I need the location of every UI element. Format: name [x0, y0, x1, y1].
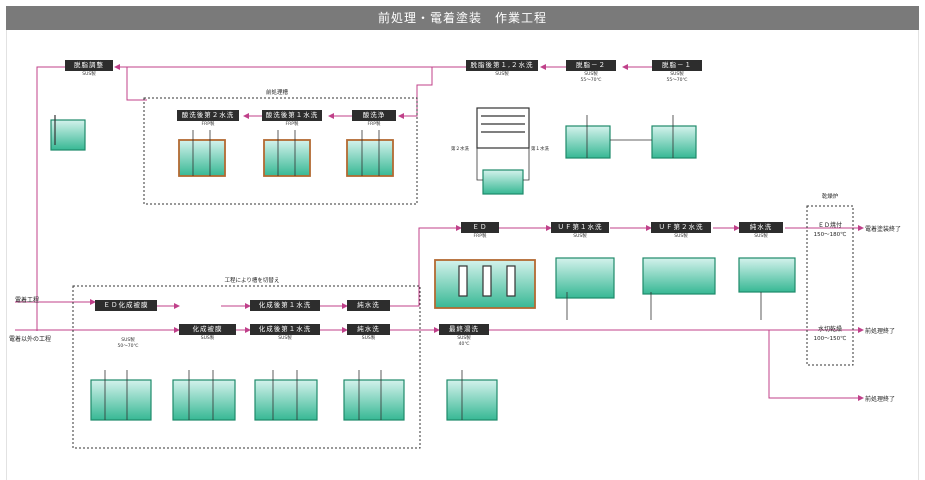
- label-pretreat-tank: 前処理槽: [265, 90, 288, 96]
- label-wash2: 第２水洗: [451, 147, 469, 152]
- box-final-rinse: 最終湯洗: [439, 324, 489, 335]
- box-uf2: ＵＦ第２水洗: [651, 222, 711, 233]
- sub-uf1: SUS製: [573, 234, 587, 239]
- pretreat-frame: [143, 97, 418, 205]
- box-pure-b: 純水洗: [347, 324, 390, 335]
- sub-degrease2: SUS製 55～70℃: [580, 72, 602, 83]
- label-process-group: 工程により槽を切替え: [224, 278, 280, 284]
- page-title: 前処理・電着塗装 作業工程: [6, 6, 919, 30]
- box-degrease2: 脱脂－２: [566, 60, 616, 71]
- process-diagram: 脱脂調整 SUS製 脱脂後第１,２水洗 SUS製 脱脂－２ SUS製 55～70…: [6, 30, 919, 480]
- sub-pure-top: SUS製: [754, 234, 768, 239]
- label-ed-bake-temp: 150～180℃: [813, 232, 847, 238]
- sub-degrease1: SUS製 55～70℃: [666, 72, 688, 83]
- sub-acid-post1: FRP製: [285, 122, 299, 127]
- sub-conv-film: SUS製: [200, 336, 215, 341]
- sub-degrease-post12: SUS製: [495, 72, 509, 77]
- diagram-graphics: [15, 64, 864, 449]
- box-acid-post2: 酸洗後第２水洗: [177, 110, 239, 121]
- sub-ed: FRP製: [473, 234, 487, 239]
- box-pure-top: 純水洗: [739, 222, 783, 233]
- box-conv-post1-a: 化成後第１水洗: [250, 300, 320, 311]
- drying-oven-frame: [806, 205, 854, 366]
- sub-final-rinse: SUS製 40℃: [457, 336, 471, 347]
- flow-lines: [15, 64, 864, 401]
- label-drying-oven: 乾燥炉: [821, 194, 839, 200]
- label-other-process: 電着以外の工程: [9, 336, 52, 343]
- sub-uf2: SUS製: [674, 234, 688, 239]
- label-out-pre-done-1: 前処理終了: [865, 328, 896, 335]
- box-degrease-post12: 脱脂後第１,２水洗: [466, 60, 538, 71]
- label-ed-bake: ＥＤ焼付: [817, 222, 842, 229]
- sub-ed-conv: SUS製 50～70℃: [117, 338, 139, 349]
- sub-pure-b: SUS製: [361, 336, 376, 341]
- label-out-ed-done: 電着塗装終了: [865, 226, 902, 233]
- box-ed: ＥＤ: [461, 222, 499, 233]
- sub-degrease-wash: SUS製: [82, 72, 96, 77]
- label-ed-process: 電着工程: [15, 297, 40, 304]
- label-water-dry: 水切乾燥: [817, 326, 842, 333]
- box-uf1: ＵＦ第１水洗: [551, 222, 609, 233]
- box-pure-a: 純水洗: [347, 300, 390, 311]
- tanks: [50, 107, 796, 421]
- box-conv-post1-b: 化成後第１水洗: [250, 324, 320, 335]
- sub-acid-wash: FRP製: [367, 122, 381, 127]
- box-ed-conv: ＥＤ化成被膜: [95, 300, 157, 311]
- box-degrease1: 脱脂－１: [652, 60, 702, 71]
- sub-conv-post1-b: SUS製: [278, 336, 292, 341]
- process-group-frame: [72, 285, 421, 449]
- box-conv-film: 化成被膜: [179, 324, 236, 335]
- sub-acid-post2: FRP製: [201, 122, 215, 127]
- box-degrease-wash: 脱脂調整: [65, 60, 113, 71]
- box-acid-post1: 酸洗後第１水洗: [262, 110, 322, 121]
- label-wash1: 第１水洗: [531, 147, 549, 152]
- pipes: [104, 115, 762, 420]
- label-water-dry-temp: 100～150℃: [813, 336, 847, 342]
- label-out-pre-done-2: 前処理終了: [865, 396, 896, 403]
- box-acid-wash: 酸洗浄: [352, 110, 396, 121]
